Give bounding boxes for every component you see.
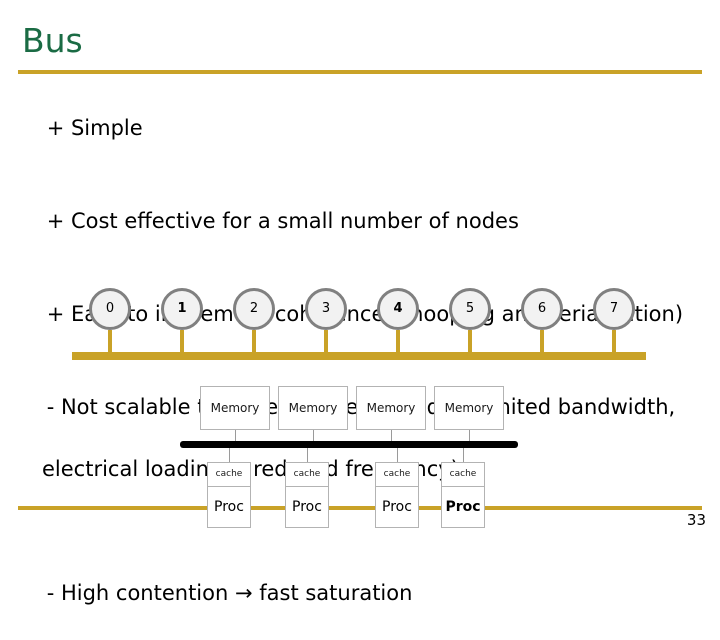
unit-stem-3 <box>463 448 464 462</box>
node-circle-5: 5 <box>449 288 491 330</box>
proc-box-0: Proc <box>214 499 244 515</box>
bullet-item: + Cost effective for a small number of n… <box>20 175 706 268</box>
node-stem-5 <box>468 330 472 354</box>
bullet-text: + Cost effective for a small number of n… <box>46 209 519 233</box>
node-circle-0: 0 <box>89 288 131 330</box>
node-stem-1 <box>180 330 184 354</box>
node-stem-0 <box>108 330 112 354</box>
bullet-text: + Simple <box>46 116 143 140</box>
node-circle-6: 6 <box>521 288 563 330</box>
unit-stem-1 <box>307 448 308 462</box>
memory-box-0: Memory <box>200 386 270 430</box>
memory-box-3: Memory <box>434 386 504 430</box>
node-stem-4 <box>396 330 400 354</box>
node-stem-7 <box>612 330 616 354</box>
gold-bus-line <box>72 352 646 360</box>
node-bus-diagram: 0 1 2 3 4 5 6 7 <box>0 284 720 376</box>
node-stem-2 <box>252 330 256 354</box>
black-bus-line <box>180 441 518 448</box>
unit-stem-2 <box>397 448 398 462</box>
memory-box-1: Memory <box>278 386 348 430</box>
memory-stem-1 <box>313 430 314 442</box>
memory-box-2: Memory <box>356 386 426 430</box>
proc-box-1: Proc <box>292 499 322 515</box>
node-stem-3 <box>324 330 328 354</box>
cache-proc-unit-0: cache Proc <box>207 462 251 528</box>
cache-box-0: cache <box>208 463 250 487</box>
title-divider <box>18 70 702 74</box>
proc-box-2: Proc <box>382 499 412 515</box>
unit-stem-0 <box>229 448 230 462</box>
bullet-item: + Simple <box>20 82 706 175</box>
node-circle-7: 7 <box>593 288 635 330</box>
node-circle-4: 4 <box>377 288 419 330</box>
bullet-item: - High contention → fast saturation <box>20 547 706 640</box>
cache-box-1: cache <box>286 463 328 487</box>
node-circle-2: 2 <box>233 288 275 330</box>
page-title: Bus <box>22 21 83 60</box>
footer-divider <box>18 506 702 510</box>
cache-box-3: cache <box>442 463 484 487</box>
memory-stem-3 <box>469 430 470 442</box>
node-circle-3: 3 <box>305 288 347 330</box>
cache-proc-unit-3: cache Proc <box>441 462 485 528</box>
memory-hierarchy-diagram: Memory Memory Memory Memory cache Proc c… <box>0 384 720 540</box>
cache-box-2: cache <box>376 463 418 487</box>
bullet-text: - High contention → fast saturation <box>46 581 413 605</box>
proc-box-3: Proc <box>445 499 481 515</box>
cache-proc-unit-1: cache Proc <box>285 462 329 528</box>
page-number: 33 <box>686 511 706 529</box>
node-stem-6 <box>540 330 544 354</box>
node-circle-1: 1 <box>161 288 203 330</box>
memory-stem-2 <box>391 430 392 442</box>
cache-proc-unit-2: cache Proc <box>375 462 419 528</box>
memory-stem-0 <box>235 430 236 442</box>
